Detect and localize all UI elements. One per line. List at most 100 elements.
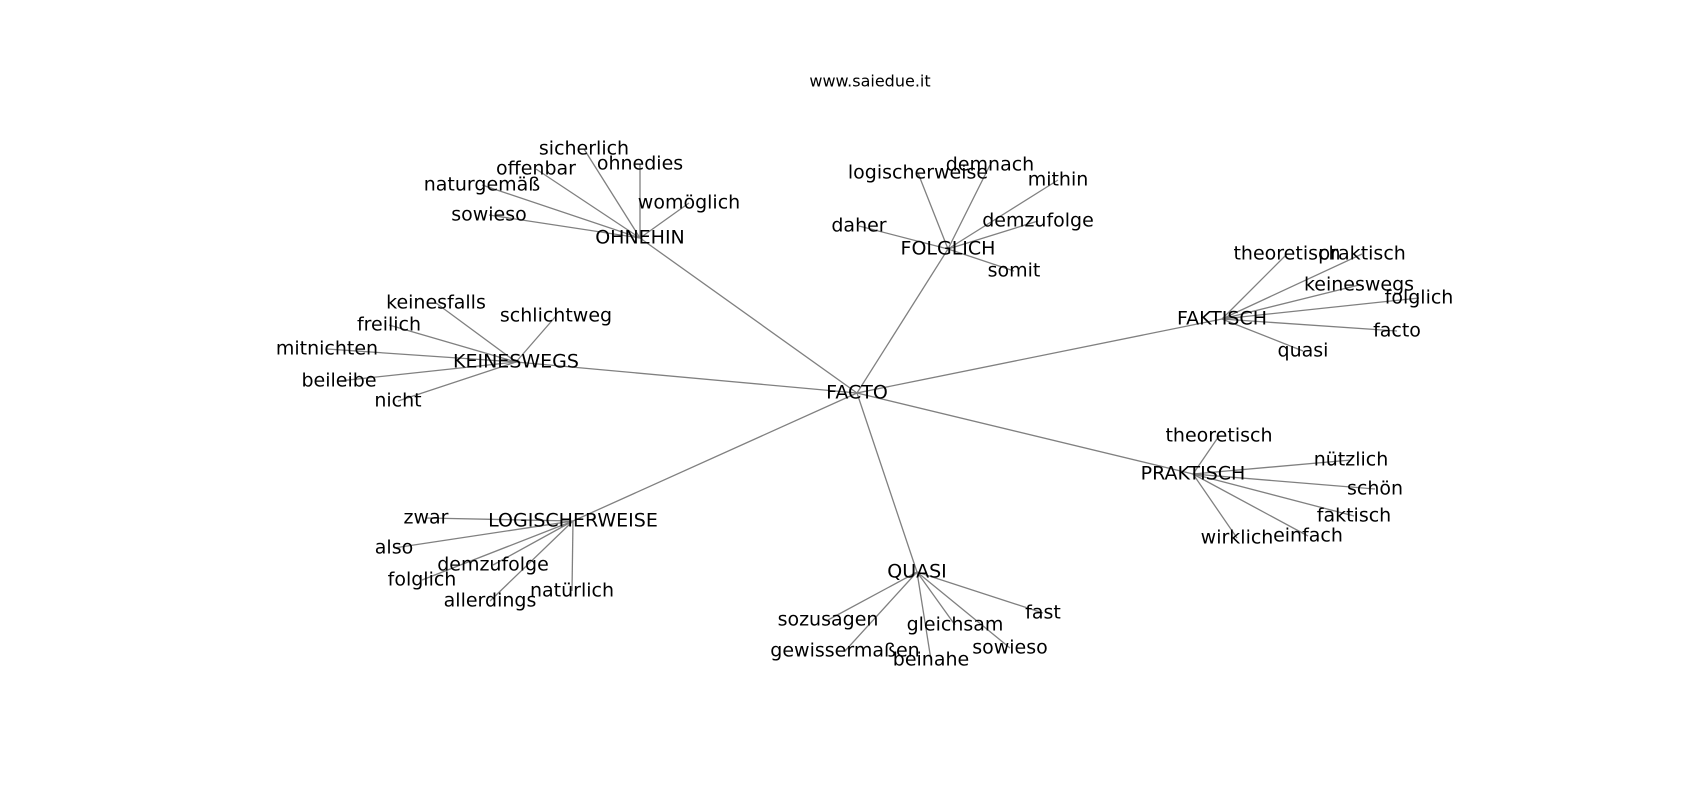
- node-leaf-quasi-sozusagen: sozusagen: [778, 609, 879, 631]
- edge-keineswegs-mitnichten: [326, 348, 517, 363]
- node-leaf-praktisch-wirklich: wirklich: [1201, 527, 1274, 549]
- node-leaf-folglich-daher: daher: [831, 215, 886, 237]
- node-leaf-praktisch-nuetzlich: nützlich: [1314, 449, 1389, 471]
- node-leaf-keineswegs-keinesfalls: keinesfalls: [386, 292, 486, 314]
- edge-folglich-somit: [947, 248, 1015, 272]
- node-leaf-praktisch-faktisch: faktisch: [1317, 505, 1391, 527]
- edge-logischerweise-also: [393, 520, 574, 549]
- edge-keineswegs-beileibe: [338, 361, 517, 382]
- edge-faktisch-theoretisch: [1221, 253, 1288, 320]
- node-leaf-folglich-somit: somit: [988, 260, 1041, 282]
- node-hub-ohnehin: OHNEHIN: [595, 227, 685, 249]
- node-leaf-quasi-gewissermassen: gewissermaßen: [770, 640, 919, 662]
- node-leaf-faktisch-keineswegs: keineswegs: [1304, 274, 1414, 296]
- node-leaf-keineswegs-nicht: nicht: [374, 390, 421, 412]
- edge-quasi-beinahe: [916, 571, 932, 661]
- node-leaf-keineswegs-mitnichten: mitnichten: [276, 338, 378, 360]
- node-leaf-ohnehin-sicherlich: sicherlich: [539, 138, 629, 160]
- node-leaf-quasi-beinahe: beinahe: [893, 649, 969, 671]
- node-leaf-ohnehin-offenbar: offenbar: [496, 158, 576, 180]
- edge-quasi-gewissermassen: [844, 571, 918, 652]
- node-leaf-praktisch-einfach: einfach: [1273, 525, 1343, 547]
- edge-folglich-demzufolge: [947, 220, 1039, 250]
- edge-facto-folglich: [856, 248, 949, 394]
- edge-ohnehin-sicherlich: [583, 148, 641, 239]
- node-leaf-faktisch-quasi: quasi: [1278, 340, 1329, 362]
- edge-faktisch-praktisch: [1221, 253, 1363, 320]
- edge-keineswegs-freilich: [388, 324, 517, 363]
- node-leaf-logischerweise-demzufolge: demzufolge: [437, 554, 549, 576]
- node-leaf-logischerweise-zwar: zwar: [404, 507, 449, 529]
- node-leaf-keineswegs-schlichtweg: schlichtweg: [500, 305, 612, 327]
- node-leaf-faktisch-folglich: folglich: [1385, 287, 1454, 309]
- edge-faktisch-facto: [1221, 318, 1398, 332]
- node-leaf-praktisch-schoen: schön: [1347, 478, 1403, 500]
- edge-keineswegs-schlichtweg: [515, 315, 557, 363]
- edge-logischerweise-allerdings: [489, 520, 574, 602]
- node-center-facto: FACTO: [826, 382, 888, 404]
- edge-praktisch-theoretisch: [1192, 435, 1220, 475]
- edge-praktisch-einfach: [1192, 473, 1309, 537]
- node-hub-praktisch: PRAKTISCH: [1141, 463, 1246, 485]
- edge-praktisch-schoen: [1192, 473, 1376, 490]
- node-hub-faktisch: FAKTISCH: [1177, 308, 1267, 330]
- site-url: www.saiedue.it: [809, 72, 930, 91]
- node-leaf-logischerweise-natuerlich: natürlich: [530, 580, 614, 602]
- node-leaf-ohnehin-ohnedies: ohnedies: [597, 153, 683, 175]
- edge-logischerweise-zwar: [425, 517, 574, 522]
- node-hub-quasi: QUASI: [887, 561, 947, 583]
- node-leaf-folglich-mithin: mithin: [1028, 169, 1089, 191]
- node-leaf-keineswegs-beileibe: beileibe: [301, 370, 376, 392]
- edge-quasi-gleichsam: [916, 571, 956, 626]
- edge-folglich-demnach: [947, 164, 991, 250]
- edge-praktisch-nuetzlich: [1192, 459, 1352, 475]
- edge-ohnehin-womoeglich: [639, 202, 690, 239]
- edge-ohnehin-offenbar: [535, 168, 641, 239]
- edge-praktisch-wirklich: [1192, 473, 1238, 539]
- edge-facto-ohnehin: [639, 237, 858, 394]
- edge-folglich-mithin: [947, 179, 1059, 250]
- node-leaf-folglich-logischerweise: logischerweise: [848, 162, 988, 184]
- edge-quasi-sozusagen: [827, 571, 918, 621]
- node-leaf-keineswegs-freilich: freilich: [357, 314, 421, 336]
- edge-ohnehin-sowieso: [488, 214, 641, 239]
- node-leaf-folglich-demzufolge: demzufolge: [982, 210, 1094, 232]
- edge-quasi-fast: [916, 571, 1044, 614]
- edge-ohnehin-naturgemaess: [481, 184, 641, 239]
- edge-faktisch-folglich: [1221, 297, 1420, 320]
- node-leaf-quasi-gleichsam: gleichsam: [907, 614, 1004, 636]
- edge-keineswegs-keinesfalls: [435, 302, 517, 363]
- node-leaf-praktisch-theoretisch: theoretisch: [1165, 425, 1272, 447]
- edge-facto-praktisch: [856, 392, 1194, 475]
- node-leaf-logischerweise-also: also: [375, 537, 413, 559]
- edge-quasi-sowieso: [916, 571, 1011, 649]
- edge-logischerweise-folglich: [421, 520, 574, 581]
- edge-logischerweise-demzufolge: [492, 520, 574, 566]
- node-leaf-quasi-fast: fast: [1025, 602, 1061, 624]
- node-leaf-ohnehin-sowieso: sowieso: [451, 204, 527, 226]
- edge-faktisch-keineswegs: [1221, 284, 1360, 320]
- node-leaf-faktisch-theoretisch: theoretisch: [1233, 243, 1340, 265]
- edge-facto-quasi: [856, 392, 918, 573]
- node-leaf-ohnehin-naturgemaess: naturgemäß: [424, 174, 541, 196]
- node-hub-folglich: FOLGLICH: [901, 238, 996, 260]
- node-leaf-ohnehin-womoeglich: womöglich: [638, 192, 740, 214]
- edge-folglich-daher: [858, 225, 949, 250]
- edge-facto-faktisch: [856, 318, 1223, 394]
- edge-faktisch-quasi: [1221, 318, 1304, 352]
- node-leaf-folglich-demnach: demnach: [946, 154, 1034, 176]
- node-leaf-quasi-sowieso: sowieso: [972, 637, 1048, 659]
- node-leaf-logischerweise-folglich: folglich: [388, 569, 457, 591]
- edge-logischerweise-natuerlich: [571, 520, 574, 592]
- edge-praktisch-faktisch: [1192, 473, 1355, 517]
- node-leaf-logischerweise-allerdings: allerdings: [444, 590, 537, 612]
- edge-facto-logischerweise: [572, 392, 858, 522]
- node-leaf-faktisch-facto: facto: [1373, 320, 1421, 342]
- node-hub-keineswegs: KEINESWEGS: [453, 351, 579, 373]
- edge-folglich-logischerweise: [917, 172, 949, 250]
- edge-facto-keineswegs: [515, 361, 858, 394]
- node-hub-logischerweise: LOGISCHERWEISE: [488, 510, 658, 532]
- edges-layer: [326, 148, 1420, 661]
